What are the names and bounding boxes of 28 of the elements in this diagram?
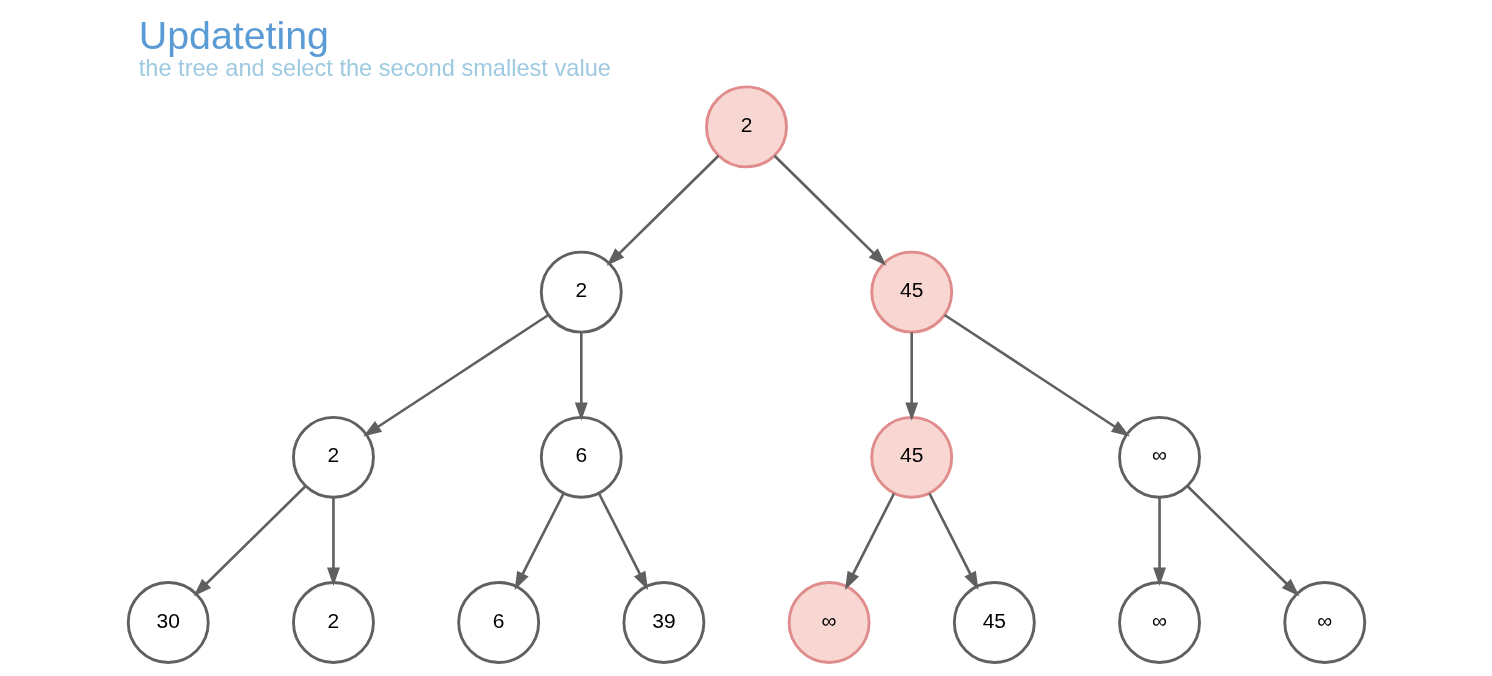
- arrow: [943, 313, 1130, 437]
- arrow: [927, 492, 978, 590]
- arrow: [1152, 497, 1166, 586]
- arrow: [773, 154, 886, 266]
- arrow: [606, 154, 719, 266]
- node-circle: 6: [539, 415, 623, 499]
- arrow: [844, 492, 895, 590]
- diagram-title: Updateting: [138, 12, 329, 57]
- node-circle: 2: [291, 415, 375, 499]
- node-circle: 6: [456, 581, 540, 664]
- arrow: [514, 492, 565, 590]
- node-circle: 45: [952, 581, 1036, 664]
- node-circle: 2: [291, 581, 375, 664]
- node-circle: ∞: [787, 581, 871, 664]
- arrow: [1186, 485, 1299, 597]
- arrow: [904, 332, 918, 421]
- node-circle: ∞: [1117, 581, 1201, 664]
- node-circle: ∞: [1282, 581, 1366, 664]
- arrow: [326, 497, 340, 586]
- node-circle: ∞: [1117, 415, 1201, 499]
- arrow: [362, 313, 549, 437]
- arrow: [597, 492, 648, 590]
- node-circle: 39: [621, 581, 705, 664]
- node-circle: 30: [126, 581, 210, 664]
- arrow: [193, 485, 306, 597]
- arrow: [574, 332, 588, 421]
- node-circle: 45: [869, 415, 953, 499]
- node-circle: 2: [704, 85, 788, 169]
